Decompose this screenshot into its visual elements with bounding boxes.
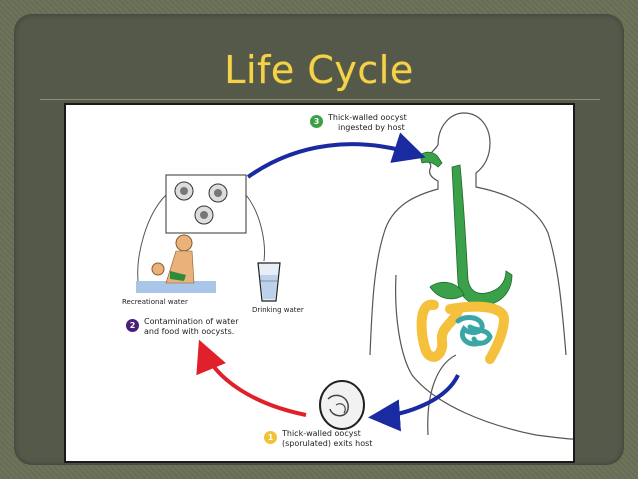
arrow-exits-host: [368, 374, 460, 432]
swimmer-figure: [136, 234, 216, 293]
step-3-line-1: Thick-walled oocyst: [328, 113, 407, 122]
step-3-label: Thick-walled oocyst ingested by host: [328, 113, 438, 133]
step-1-line-1: Thick-walled oocyst: [282, 429, 361, 438]
title-divider: [40, 99, 600, 100]
step-1-label: Thick-walled oocyst (sporulated) exits h…: [282, 429, 412, 449]
sporulated-oocyst: [319, 380, 365, 430]
slide-title: Life Cycle: [224, 48, 414, 92]
digestive-upper: [419, 151, 513, 306]
step-2-label: Contamination of water and food with ooc…: [144, 317, 284, 337]
oocysts-illustration: [165, 174, 247, 234]
human-body-outline: [369, 112, 573, 440]
step-1-marker: 1: [264, 431, 277, 444]
step-3-line-2: ingested by host: [338, 123, 405, 132]
diagram-canvas: [136, 112, 573, 440]
drinking-water-label: Drinking water: [252, 306, 304, 314]
step-3-marker: 3: [310, 115, 323, 128]
life-cycle-diagram: 3 Thick-walled oocyst ingested by host R…: [64, 103, 575, 463]
step-1-line-2: (sporulated) exits host: [282, 439, 373, 448]
intestines: [416, 299, 510, 364]
drinking-glass: [257, 262, 281, 302]
step-2-line-2: and food with oocysts.: [144, 327, 235, 336]
arrow-to-host: [246, 132, 426, 179]
recreational-water-label: Recreational water: [122, 298, 188, 306]
step-2-marker: 2: [126, 319, 139, 332]
arrow-contamination: [196, 339, 307, 417]
step-2-line-1: Contamination of water: [144, 317, 239, 326]
